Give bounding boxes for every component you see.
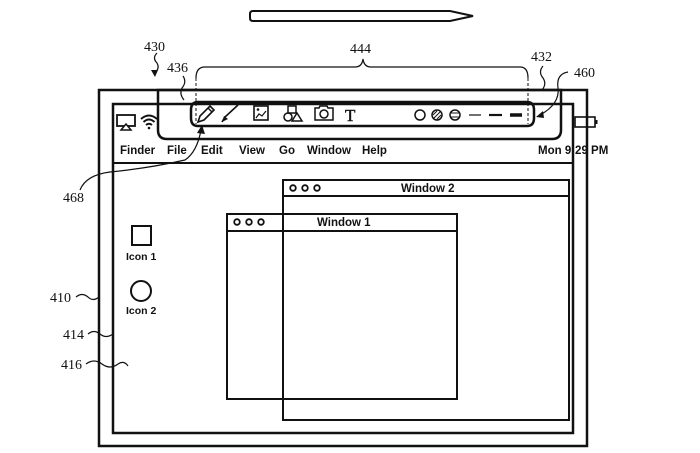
desktop-icon-2[interactable]: Icon 2 bbox=[126, 280, 157, 317]
fill-hatched-icon[interactable] bbox=[431, 109, 443, 121]
airplay-icon[interactable] bbox=[116, 114, 136, 131]
menu-item-edit[interactable]: Edit bbox=[201, 145, 223, 157]
display-frame bbox=[97, 88, 589, 448]
menu-item-go[interactable]: Go bbox=[279, 145, 295, 157]
ref-430: 430 bbox=[144, 40, 165, 55]
ref-460: 460 bbox=[574, 66, 595, 81]
battery-icon[interactable] bbox=[574, 116, 598, 128]
ref-416: 416 bbox=[61, 358, 82, 373]
screen bbox=[111, 102, 575, 435]
window-1-minimize-control[interactable] bbox=[245, 218, 253, 226]
svg-text:Icon 2: Icon 2 bbox=[126, 305, 157, 317]
toolbar-tab bbox=[156, 88, 563, 141]
menu-bar: Finder File Edit View Go Window Help Mon… bbox=[120, 145, 608, 157]
ref-436: 436 bbox=[167, 61, 188, 76]
window-2[interactable]: Window 2 bbox=[282, 179, 570, 421]
pencil-tool-icon[interactable] bbox=[196, 104, 216, 124]
svg-text:Icon 1: Icon 1 bbox=[126, 251, 157, 263]
window-1-close-control[interactable] bbox=[233, 218, 241, 226]
menu-item-finder[interactable]: Finder bbox=[120, 145, 156, 157]
text-tool-icon[interactable]: T bbox=[345, 106, 356, 125]
window-2-minimize-control[interactable] bbox=[301, 184, 309, 192]
ref-410: 410 bbox=[50, 291, 71, 306]
reference-leaders bbox=[75, 52, 569, 368]
ref-468: 468 bbox=[63, 191, 84, 206]
menu-clock: Mon 9:29 PM bbox=[538, 145, 608, 157]
shapes-tool-icon[interactable] bbox=[283, 105, 304, 122]
stylus-icon bbox=[249, 10, 474, 22]
menu-item-view[interactable]: View bbox=[239, 145, 265, 157]
window-1[interactable]: Window 1 bbox=[226, 213, 458, 400]
menu-item-window[interactable]: Window bbox=[307, 145, 351, 157]
toolbar bbox=[189, 100, 536, 128]
menu-item-help[interactable]: Help bbox=[362, 145, 387, 157]
camera-tool-icon[interactable] bbox=[314, 105, 334, 121]
window-2-title: Window 2 bbox=[401, 183, 455, 195]
pen-tool-icon[interactable] bbox=[221, 104, 239, 123]
circle-icon bbox=[130, 280, 152, 302]
fill-empty-icon[interactable] bbox=[414, 109, 426, 121]
wifi-icon[interactable] bbox=[140, 114, 158, 130]
ref-444: 444 bbox=[350, 42, 371, 57]
window-2-close-control[interactable] bbox=[289, 184, 297, 192]
square-icon bbox=[131, 225, 152, 246]
desktop-icon-1[interactable]: Icon 1 bbox=[126, 225, 157, 263]
ref-414: 414 bbox=[63, 328, 84, 343]
fill-striped-icon[interactable] bbox=[449, 109, 461, 121]
image-tool-icon[interactable] bbox=[253, 105, 269, 121]
menu-item-file[interactable]: File bbox=[167, 145, 187, 157]
window-2-zoom-control[interactable] bbox=[313, 184, 321, 192]
ref-432: 432 bbox=[531, 50, 552, 65]
window-1-title: Window 1 bbox=[317, 217, 371, 229]
window-1-zoom-control[interactable] bbox=[257, 218, 265, 226]
svg-text:T: T bbox=[345, 106, 356, 125]
reference-numerals: 430 436 444 432 460 468 410 414 416 bbox=[50, 40, 595, 373]
